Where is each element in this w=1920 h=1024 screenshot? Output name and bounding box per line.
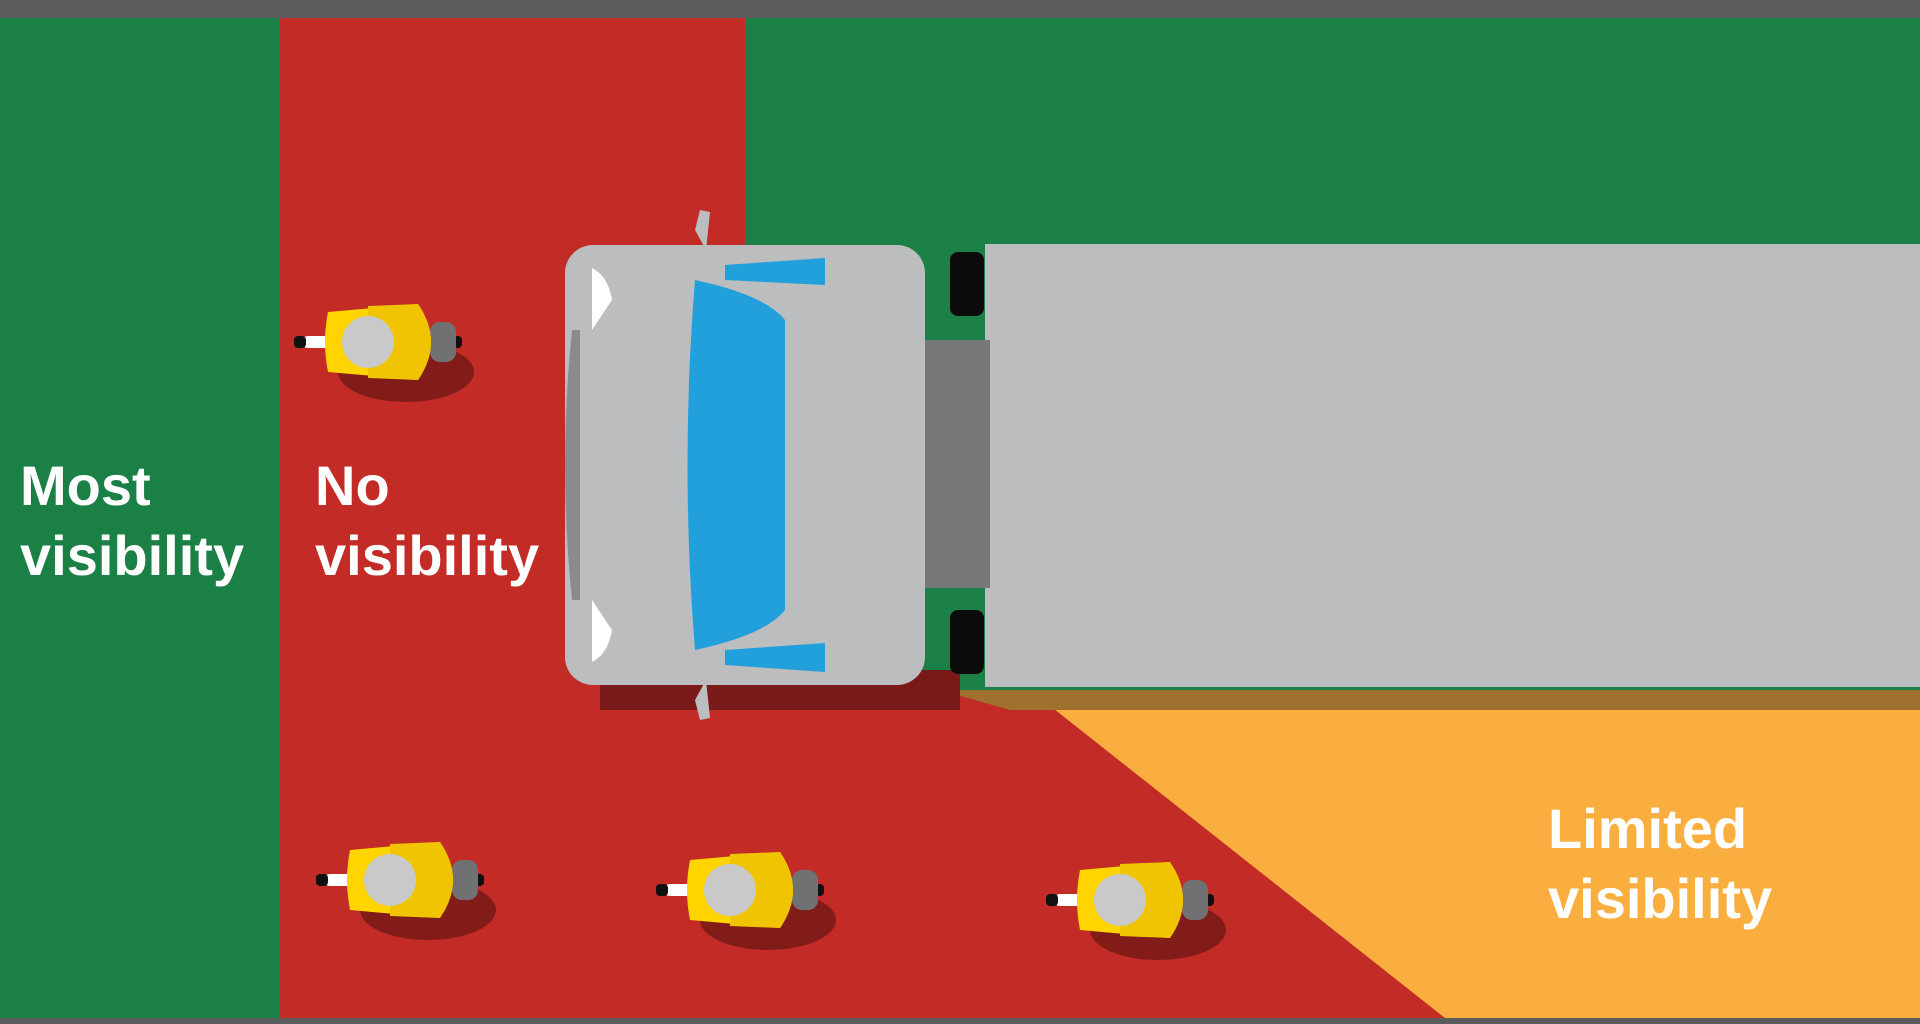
no-visibility-label-line1: No	[315, 454, 390, 517]
most-visibility-label-line2: visibility	[20, 524, 244, 587]
limited-visibility-label-line2: visibility	[1548, 867, 1772, 930]
lorry-top-view-icon	[565, 210, 925, 720]
front-wheel-right	[950, 610, 984, 674]
frame-bottom	[0, 1018, 1920, 1024]
chassis	[920, 340, 990, 588]
no-visibility-label-line2: visibility	[315, 524, 539, 587]
trailer	[985, 244, 1920, 687]
limited-visibility-label-line1: Limited	[1548, 797, 1747, 860]
frame-top	[0, 0, 1920, 18]
trailer-shadow	[940, 690, 1920, 710]
front-wheel-left	[950, 252, 984, 316]
most-visibility-label-line1: Most	[20, 454, 151, 517]
windshield	[688, 280, 786, 650]
